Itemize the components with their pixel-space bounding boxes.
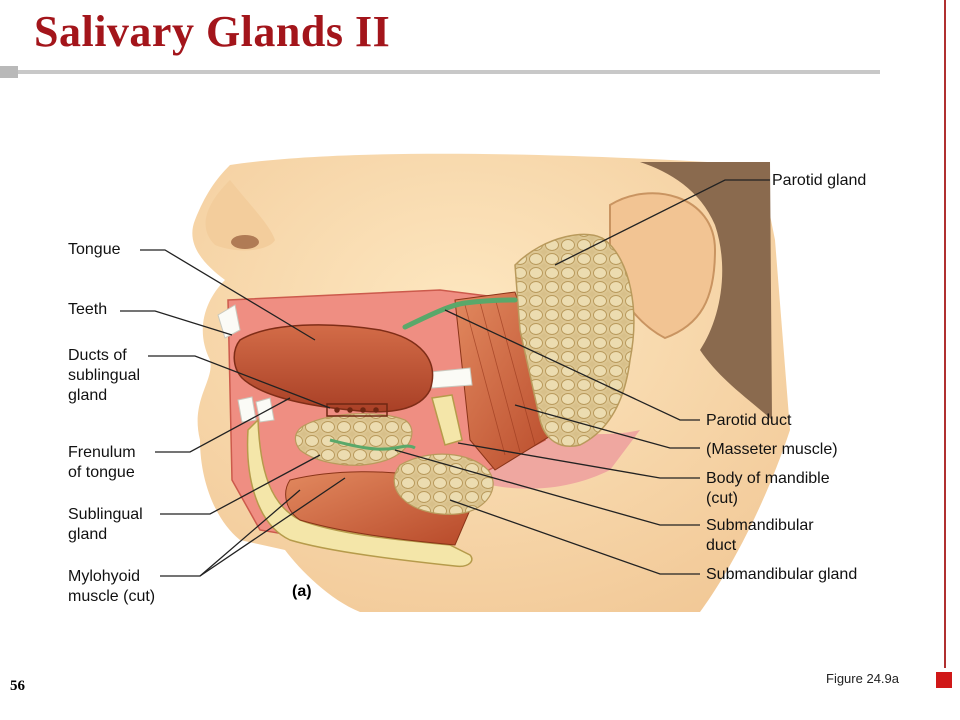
mandible-ramus [431,394,463,446]
label-teeth: Teeth [68,301,108,318]
label-sublingual-gland: Sublingual gland [68,506,143,543]
slide-number: 56 [10,678,25,694]
panel-label: (a) [292,583,312,600]
label-ducts-of-sublingual-gland: Ducts of sublingual gland [68,347,141,404]
corner-square-icon [936,672,952,688]
label-masseter-muscle: (Masseter muscle) [706,441,838,458]
parotid-gland [514,233,635,447]
submandibular-gland [393,453,494,515]
label-body-of-mandible: Body of mandible (cut) [706,470,830,507]
submandibular-duct [329,438,416,451]
leader-lines [120,179,770,577]
label-mylohyoid-muscle: Mylohyoid muscle (cut) [68,568,156,605]
sublingual-ducts [326,403,388,417]
nose [205,180,275,251]
label-tongue: Tongue [68,241,121,258]
masseter-muscle [454,291,561,471]
title-rule-stub [0,66,18,78]
right-border-rule [944,0,946,668]
label-submandibular-duct: Submandibular duct [706,517,814,554]
label-submandibular-gland: Submandibular gland [706,566,858,583]
page-title: Salivary Glands II [34,7,391,56]
nostril [231,235,259,249]
upper-teeth [217,304,473,389]
sublingual-gland [294,413,413,466]
label-parotid-gland: Parotid gland [772,172,867,189]
parotid-duct [402,297,518,330]
hair [640,162,772,420]
label-parotid-duct: Parotid duct [706,412,792,429]
figure-reference: Figure 24.9a [826,671,899,686]
title-rule [18,70,880,74]
label-frenulum-of-tongue: Frenulum of tongue [68,444,136,481]
lower-teeth [237,396,275,423]
